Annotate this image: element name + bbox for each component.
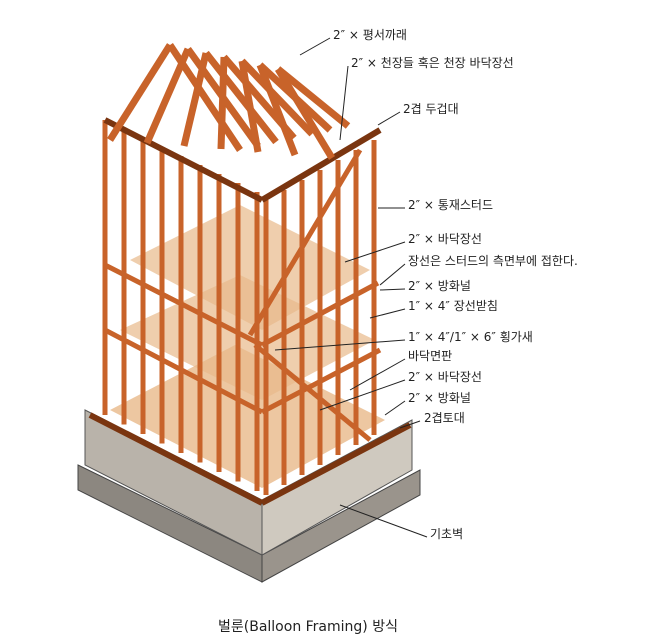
- leader-line: [274, 339, 406, 351]
- leader-line: [299, 37, 331, 56]
- sill-plate: [260, 422, 412, 506]
- label-joist-note: 장선은 스터드의 측면부에 접한다.: [408, 254, 578, 268]
- floor-deck: [130, 205, 370, 330]
- leader-line: [379, 288, 406, 291]
- rafter: [239, 58, 315, 137]
- foundation-wall: [261, 419, 413, 556]
- leader-line: [399, 420, 421, 429]
- rafter: [275, 67, 335, 160]
- label-bracing: 1″ × 4″/1″ × 6″ 횡가새: [408, 330, 533, 344]
- rafter: [275, 66, 351, 129]
- leader-line: [319, 379, 406, 411]
- rafter: [107, 43, 173, 142]
- leader-line: [377, 111, 401, 126]
- leader-line: [379, 263, 406, 286]
- rafter: [256, 63, 299, 157]
- leader-line: [384, 400, 406, 416]
- leader-line: [339, 65, 349, 141]
- label-rafter: 2″ × 평서까래: [333, 28, 407, 42]
- sill-plate: [88, 412, 264, 506]
- label-floor-joist-upper: 2″ × 바닥장선: [408, 232, 482, 246]
- leader-line: [349, 358, 406, 391]
- label-foundation: 기초벽: [430, 527, 464, 541]
- label-ceiling-joist: 2″ × 천장들 혹은 천장 바닥장선: [351, 56, 514, 70]
- ribbon: [103, 262, 264, 348]
- rafter: [217, 56, 228, 150]
- leader-line: [344, 241, 406, 263]
- rafter: [180, 52, 210, 147]
- label-sill: 2겹토대: [424, 411, 465, 425]
- rafter: [203, 50, 279, 145]
- ribbon: [103, 327, 264, 415]
- label-floor-joist-lower: 2″ × 바닥장선: [408, 370, 482, 384]
- label-firestop-upper: 2″ × 방화널: [408, 279, 471, 293]
- rafter: [143, 47, 192, 145]
- ribbon: [260, 347, 382, 415]
- top-plate: [103, 117, 264, 203]
- label-stud: 2″ × 통재스터드: [408, 198, 494, 212]
- label-ribbon: 1″ × 4″ 장선받침: [408, 299, 498, 313]
- foundation-footing: [261, 469, 421, 583]
- caption: 벌룬(Balloon Framing) 방식: [218, 619, 398, 635]
- label-subfloor: 바닥면판: [408, 349, 453, 363]
- leader-line: [339, 504, 428, 538]
- diagonal-brace: [253, 343, 372, 442]
- rafter: [238, 60, 262, 153]
- diagonal-brace: [247, 148, 363, 337]
- ribbon: [260, 280, 380, 348]
- label-firestop-lower: 2″ × 방화널: [408, 391, 471, 405]
- leader-line: [369, 308, 406, 319]
- top-plate: [260, 127, 382, 203]
- label-top-plate: 2겹 두겁대: [403, 102, 459, 116]
